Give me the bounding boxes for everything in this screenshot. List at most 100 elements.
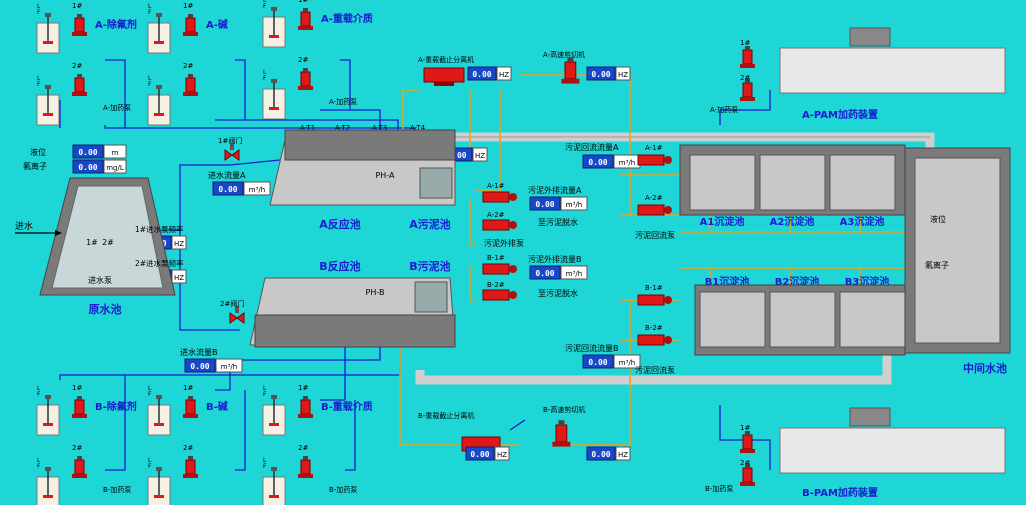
pump-cap bbox=[745, 79, 750, 83]
agitator-motor bbox=[45, 85, 51, 89]
separator-a-icon[interactable] bbox=[423, 67, 465, 86]
agitator-motor bbox=[156, 467, 162, 471]
shear-b-icon[interactable] bbox=[552, 420, 571, 447]
dosing-a-alkali-pump2[interactable] bbox=[183, 74, 198, 96]
level-sensor-f: F bbox=[148, 81, 152, 88]
pam-a-pump2-label: 2# bbox=[740, 74, 750, 82]
pump-motor bbox=[300, 459, 311, 475]
pump-cap bbox=[745, 431, 750, 435]
pam-a-title: A-PAM加药装置 bbox=[802, 108, 878, 121]
agitator-blade bbox=[269, 35, 279, 38]
reactor-a-tank-label: A-T3 bbox=[372, 124, 387, 132]
raw-pump1-label: 1# bbox=[86, 238, 98, 247]
pam-b-pump2[interactable] bbox=[740, 464, 755, 486]
display-value-box bbox=[586, 446, 616, 461]
dosing-a-defluor-pump1[interactable] bbox=[72, 14, 87, 36]
level-sensor-l: L bbox=[263, 0, 267, 4]
pump-base bbox=[72, 414, 87, 418]
dosing-a-heavy-pump2[interactable] bbox=[298, 68, 313, 90]
pump-motor bbox=[555, 424, 568, 443]
pump-base bbox=[552, 441, 571, 447]
pump-base bbox=[72, 32, 87, 36]
display-unit-box bbox=[615, 66, 631, 81]
dosing-a-heavy-pump1[interactable] bbox=[298, 8, 313, 30]
shear-a-icon[interactable] bbox=[561, 57, 580, 84]
pump-motor bbox=[742, 467, 753, 483]
dosing-a-heavy-tank1 bbox=[262, 7, 286, 48]
display-unit: mg/L bbox=[106, 164, 124, 172]
display-unit-box bbox=[615, 446, 631, 461]
dosing-a-alkali-tank2 bbox=[147, 85, 171, 126]
pam-a-pump2[interactable] bbox=[740, 79, 755, 101]
level-indicator-a bbox=[419, 167, 453, 199]
sludge-b2-label: B-2# bbox=[487, 281, 505, 289]
dosing-b-alkali-pump1-label: 1# bbox=[183, 384, 193, 392]
shear-b-label: B-高速剪切机 bbox=[543, 405, 585, 414]
agitator-motor bbox=[271, 467, 277, 471]
display-unit: HZ bbox=[475, 152, 485, 160]
middle-tank: 中间水池 液位 氟离子 bbox=[904, 147, 1011, 375]
agitator-blade bbox=[269, 423, 279, 426]
return-b2-pump[interactable] bbox=[637, 334, 672, 346]
return-pump-a-label: 污泥回流泵 bbox=[635, 230, 675, 240]
dosing-b-heavy-pump2[interactable] bbox=[298, 456, 313, 478]
display-unit: m³/h bbox=[249, 186, 265, 194]
dosing-b-defluor-pump1[interactable] bbox=[72, 396, 87, 418]
pump-motor bbox=[185, 17, 196, 33]
pump-motor bbox=[74, 459, 85, 475]
sludge-b1-label: B-1# bbox=[487, 254, 505, 262]
display-value-box bbox=[586, 66, 616, 81]
display-value: 0.00 bbox=[190, 362, 209, 371]
raw-freq1-label: 1#进水泵频率 bbox=[135, 224, 184, 234]
level-sensor-l: L bbox=[37, 457, 41, 464]
return-b1-pump[interactable] bbox=[637, 294, 672, 306]
mid-fluoride-label: 氟离子 bbox=[925, 260, 949, 270]
agitator-motor bbox=[271, 7, 277, 11]
dosing-a-alkali-pump1[interactable] bbox=[183, 14, 198, 36]
reactor-a-tank-label: A-T1 bbox=[300, 124, 315, 132]
pump-cap bbox=[303, 8, 308, 12]
pump-base bbox=[183, 92, 198, 96]
valve-1-icon[interactable] bbox=[224, 143, 240, 161]
return-a1-pump[interactable] bbox=[637, 154, 672, 166]
pam-a-pump1-label: 1# bbox=[740, 39, 750, 47]
valve-1-label: 1#阀门 bbox=[218, 136, 242, 145]
sludge-b2-pump[interactable] bbox=[482, 289, 517, 301]
dosing-b-alkali-pump1[interactable] bbox=[183, 396, 198, 418]
settling-a bbox=[679, 144, 906, 216]
pump-base bbox=[740, 64, 755, 68]
pump-base bbox=[740, 97, 755, 101]
ph-b-label: PH-B bbox=[366, 288, 385, 297]
dosing-b-defluor-pump2[interactable] bbox=[72, 456, 87, 478]
dosing-a-heavy-pump1-label: 1# bbox=[298, 0, 308, 4]
display-value: 0.00 bbox=[535, 200, 554, 209]
return-pump-b-label: 污泥回流泵 bbox=[635, 365, 675, 375]
pam-b-pump1[interactable] bbox=[740, 431, 755, 453]
reactor-a-title: A反应池 bbox=[319, 217, 361, 231]
dosing-b-heavy-pump1[interactable] bbox=[298, 396, 313, 418]
dosing-a-defluor-pump1-label: 1# bbox=[72, 2, 82, 10]
sludge-b1-pump[interactable] bbox=[482, 263, 517, 275]
separator-a-label: A-重载截止分离机 bbox=[418, 55, 474, 64]
sludge-a1-pump[interactable] bbox=[482, 191, 517, 203]
return-a2-pump[interactable] bbox=[637, 204, 672, 216]
device-base bbox=[434, 82, 454, 86]
pump-cap bbox=[188, 14, 193, 18]
dosing-b-heavy-tank1 bbox=[262, 395, 286, 436]
level-sensor-f: F bbox=[263, 463, 267, 470]
dosing-a-heavy-pump-label: A-加药泵 bbox=[329, 97, 357, 106]
return-a1-label: A-1# bbox=[645, 144, 663, 152]
pump-base bbox=[183, 474, 198, 478]
valve-2-icon[interactable] bbox=[229, 306, 245, 324]
display-unit-box bbox=[472, 147, 488, 162]
dosing-b-alkali-pump2[interactable] bbox=[183, 456, 198, 478]
dosing-b-alkali-tank2 bbox=[147, 467, 171, 505]
dosing-b-defluor-pump1-label: 1# bbox=[72, 384, 82, 392]
pam-a-pump1[interactable] bbox=[740, 46, 755, 68]
dosing-a-defluor-pump2[interactable] bbox=[72, 74, 87, 96]
sludge-a2-pump[interactable] bbox=[482, 219, 517, 231]
display-value-box bbox=[72, 159, 104, 174]
